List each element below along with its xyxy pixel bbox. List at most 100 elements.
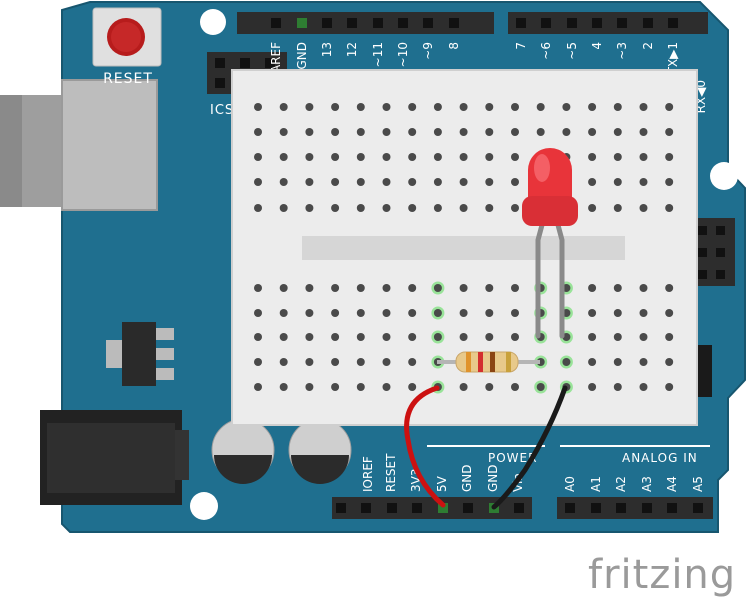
breadboard-hole	[305, 284, 314, 292]
breadboard-hole	[536, 103, 545, 111]
digital-pin-hole	[516, 18, 526, 28]
breadboard-hole	[305, 153, 314, 161]
breadboard-hole	[536, 383, 545, 391]
breadboard-hole	[305, 383, 314, 391]
breadboard-hole	[331, 178, 340, 186]
breadboard-hole	[331, 204, 340, 212]
led-leg-cathode	[535, 222, 545, 339]
breadboard-hole	[613, 309, 622, 317]
breadboard-hole	[408, 128, 417, 136]
breadboard-hole	[331, 153, 340, 161]
breadboard-hole	[382, 153, 391, 161]
mounting-hole-bottom-left	[190, 492, 218, 520]
resistor-band	[478, 352, 483, 372]
mounting-hole-top-right	[710, 162, 738, 190]
power-header	[332, 497, 532, 519]
breadboard-hole	[665, 178, 674, 186]
digital-pin-hole	[297, 18, 307, 28]
breadboard-hole	[485, 309, 494, 317]
usb-connector	[0, 79, 158, 211]
breadboard-hole	[511, 103, 519, 111]
breadboard-hole	[511, 153, 519, 161]
digital-pin-label: ~9	[421, 42, 435, 60]
breadboard-hole	[639, 153, 648, 161]
breadboard-hole	[356, 128, 365, 136]
breadboard-hole	[459, 309, 468, 317]
breadboard-hole	[639, 333, 648, 341]
voltage-regulator	[106, 322, 174, 386]
power-pin-hole	[514, 503, 524, 513]
breadboard-hole	[254, 103, 262, 111]
led-leg-anode	[555, 222, 565, 339]
mounting-hole-bottom-right	[722, 498, 750, 526]
breadboard-hole	[459, 153, 468, 161]
breadboard-hole	[356, 153, 365, 161]
digital-pin-label: AREF	[269, 42, 283, 73]
digital-pin-label: 12	[345, 42, 359, 57]
breadboard-hole	[665, 153, 674, 161]
power-pin-hole	[361, 503, 371, 513]
digital-pin-label: ~3	[615, 42, 629, 60]
resistor-band	[506, 352, 511, 372]
digital-pin-hole	[449, 18, 459, 28]
breadboard-hole	[356, 103, 365, 111]
breadboard-hole	[279, 284, 288, 292]
power-header-label: POWER	[488, 451, 537, 465]
digital-pin-label: 7	[514, 42, 528, 50]
power-pin-label: RESET	[384, 453, 398, 492]
power-pin-hole	[387, 503, 397, 513]
breadboard-hole	[511, 383, 519, 391]
digital-header-left	[237, 12, 494, 34]
fritzing-logo: fritzing	[588, 552, 736, 598]
breadboard-hole	[665, 309, 674, 317]
breadboard-hole	[279, 204, 288, 212]
breadboard-hole	[305, 103, 314, 111]
breadboard-hole	[588, 178, 597, 186]
digital-pin-hole	[617, 18, 627, 28]
breadboard-hole	[433, 309, 442, 317]
breadboard-hole	[331, 333, 340, 341]
breadboard-hole	[511, 309, 519, 317]
breadboard-hole	[485, 284, 494, 292]
breadboard-hole	[433, 204, 442, 212]
breadboard-hole	[639, 128, 648, 136]
wire-gnd	[491, 385, 568, 510]
reset-button[interactable]	[92, 7, 162, 67]
breadboard-hole	[536, 128, 545, 136]
digital-pin-label: 2	[641, 42, 655, 50]
breadboard-hole	[613, 178, 622, 186]
breadboard-hole	[665, 284, 674, 292]
breadboard-hole	[382, 333, 391, 341]
breadboard-hole	[613, 128, 622, 136]
breadboard-hole	[382, 103, 391, 111]
analog-pin-label: A0	[563, 476, 577, 492]
icsp-label: ICS	[210, 103, 234, 118]
breadboard-hole	[331, 383, 340, 391]
digital-pin-label: ~11	[371, 42, 385, 67]
breadboard-hole	[254, 383, 262, 391]
breadboard-hole	[485, 178, 494, 186]
breadboard-hole	[254, 128, 262, 136]
breadboard-hole	[511, 333, 519, 341]
breadboard-hole	[254, 204, 262, 212]
digital-pin-hole	[398, 18, 408, 28]
breadboard-hole	[665, 383, 674, 391]
breadboard-hole	[279, 128, 288, 136]
digital-pin-hole	[347, 18, 357, 28]
breadboard-hole	[382, 358, 391, 366]
breadboard-hole	[588, 204, 597, 212]
breadboard-hole	[639, 178, 648, 186]
breadboard-hole	[511, 178, 519, 186]
breadboard-hole	[433, 284, 442, 292]
breadboard-hole	[279, 103, 288, 111]
breadboard-hole	[408, 333, 417, 341]
breadboard-hole	[485, 128, 494, 136]
breadboard-hole	[356, 178, 365, 186]
breadboard-hole	[433, 153, 442, 161]
digital-pin-label: 4	[590, 42, 604, 50]
digital-pin-label: ~6	[539, 42, 553, 60]
resistor	[455, 351, 519, 373]
digital-pin-label: 8	[447, 42, 461, 50]
breadboard-hole	[382, 178, 391, 186]
breadboard-hole	[356, 309, 365, 317]
